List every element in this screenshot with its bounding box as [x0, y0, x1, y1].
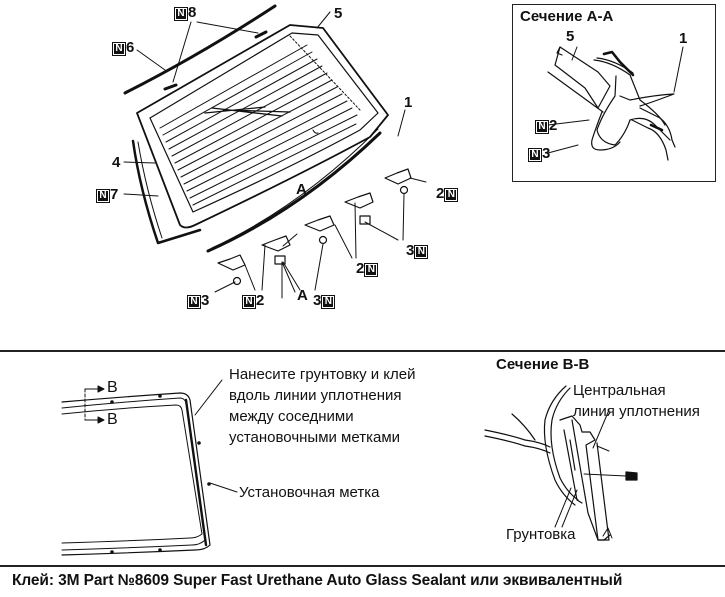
- back-glass-inner: [149, 32, 379, 213]
- section-marker-b-upper: B: [107, 379, 118, 396]
- moulding-1: [206, 131, 382, 253]
- new-part-badge: N: [174, 7, 188, 21]
- upper-weatherstrip: [123, 4, 277, 95]
- center-line-label: Центральная линия уплотнения: [573, 380, 700, 422]
- fastener-clips: [217, 168, 412, 271]
- new-part-badge: N: [535, 120, 549, 134]
- section-aa-title: Сечение A-A: [520, 8, 614, 25]
- callout-number: 2: [256, 292, 265, 309]
- instruction-line: вдоль линии уплотнения: [229, 387, 402, 404]
- new-part-badge: N: [444, 188, 459, 202]
- section-bb-title: Сечение B-B: [496, 356, 590, 373]
- section-aa-callout-5: 5: [566, 28, 575, 45]
- callout-number: 2: [549, 117, 558, 134]
- new-part-badge: N: [242, 295, 256, 309]
- callout-number: 2: [436, 185, 445, 202]
- callout-number: 7: [110, 186, 119, 203]
- adhesive-note: Клей: 3M Part №8609 Super Fast Urethane …: [12, 572, 623, 589]
- clip-n8-right: [254, 30, 268, 39]
- callout-number: 6: [126, 39, 135, 56]
- primer-label: Грунтовка: [506, 526, 576, 543]
- instruction-line: установочными метками: [229, 429, 401, 446]
- instruction-line: между соседними: [229, 408, 354, 425]
- callout-5: 5: [334, 5, 343, 22]
- new-part-badge: N: [414, 245, 429, 259]
- new-part-badge: N: [96, 189, 110, 203]
- callout-number: 3: [406, 242, 415, 259]
- new-part-badge: N: [528, 148, 542, 162]
- instruction-line: Нанесите грунтовку и клей: [229, 366, 416, 383]
- callout-number: 8: [188, 4, 197, 21]
- section-aa-callout-1: 1: [679, 30, 688, 47]
- new-part-badge: N: [364, 263, 379, 277]
- clip-n8-left: [163, 83, 178, 91]
- callout-1: 1: [404, 94, 413, 111]
- section-aa-panel: [512, 4, 716, 182]
- push-nuts: [232, 185, 409, 286]
- callout-number: 3: [542, 145, 551, 162]
- new-part-badge: N: [321, 295, 336, 309]
- callout-number: 3: [313, 292, 322, 309]
- section-marker-a-top: A: [296, 181, 307, 198]
- section-marker-b-lower: B: [107, 411, 118, 428]
- callout-number: 3: [201, 292, 210, 309]
- section-marker-a-bottom: A: [297, 287, 308, 304]
- installation-mark-label: Установочная метка: [239, 484, 380, 501]
- sealant-instruction: Нанесите грунтовку и клей вдоль линии уп…: [229, 364, 415, 448]
- new-part-badge: N: [112, 42, 126, 56]
- defroster-grid: [159, 35, 361, 206]
- new-part-badge: N: [187, 295, 201, 309]
- section-divider: [0, 350, 725, 352]
- glass-marker: [312, 129, 319, 134]
- callout-number: 2: [356, 260, 365, 277]
- center-line-label-line: Центральная: [573, 382, 666, 399]
- callout-4: 4: [112, 154, 121, 171]
- footer-divider: [0, 565, 725, 567]
- center-line-label-line: линия уплотнения: [573, 403, 700, 420]
